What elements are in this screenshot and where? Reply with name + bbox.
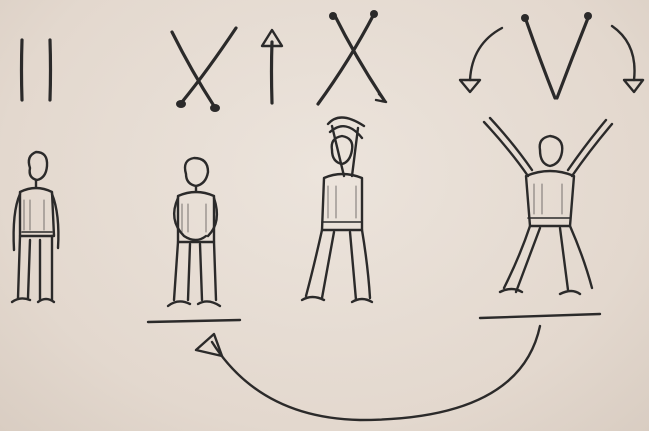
v-shape-symbol — [460, 12, 643, 98]
figure-arms-raised-v — [484, 118, 612, 294]
parallel-lines-symbol — [22, 40, 51, 100]
up-arrow-icon — [262, 30, 282, 103]
ground-line-left — [148, 320, 240, 322]
crossed-lines-down-symbol — [172, 28, 236, 112]
crossed-lines-up-symbol — [318, 10, 386, 104]
figure-hands-behind-back — [168, 158, 220, 306]
figure-arms-crossed-overhead — [302, 117, 372, 302]
ground-line-right — [480, 314, 600, 318]
return-arrow-icon — [196, 326, 540, 420]
figure-standing — [12, 152, 58, 302]
